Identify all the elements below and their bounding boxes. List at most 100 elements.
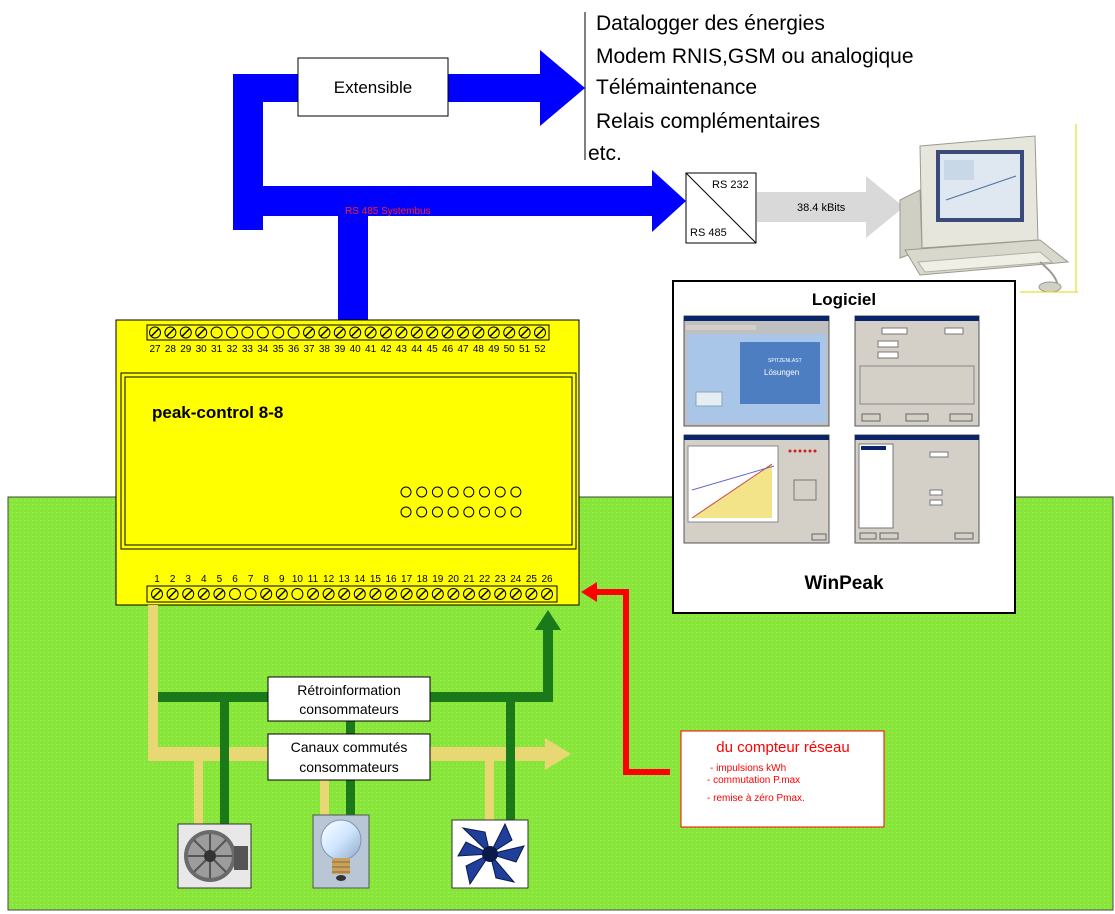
light-bulb-icon — [312, 814, 370, 889]
terminal-number: 45 — [427, 344, 439, 355]
screenshot-list-window — [854, 434, 980, 544]
terminal-number: 27 — [149, 344, 161, 355]
terminal-screw-slot — [458, 327, 468, 338]
svg-text:Lösungen: Lösungen — [764, 368, 799, 377]
option-datalogger: Datalogger des énergies — [596, 12, 825, 35]
terminal-screw-slot — [417, 589, 427, 599]
terminal-number: 5 — [217, 574, 223, 585]
meter-item-2: - commutation P.max — [707, 775, 800, 786]
fan-icon — [451, 819, 529, 889]
meter-item-3: - remise à zéro Pmax. — [707, 793, 805, 804]
option-relais: Relais complémentaires — [596, 110, 820, 133]
terminal-number: 8 — [263, 574, 269, 585]
terminal-screw-slot — [412, 327, 422, 338]
terminal-screw-slot — [396, 327, 406, 338]
terminal-number: 2 — [170, 574, 176, 585]
terminal-number: 33 — [242, 344, 254, 355]
rs485-bus — [233, 50, 686, 322]
terminal-number: 51 — [519, 344, 531, 355]
terminal-number: 39 — [334, 344, 346, 355]
terminal-screw-slot — [386, 589, 396, 599]
terminal-number: 43 — [396, 344, 408, 355]
terminal-number: 10 — [292, 574, 304, 585]
terminal-number: 41 — [365, 344, 377, 355]
terminal-number: 18 — [417, 574, 429, 585]
terminal-screw-slot — [511, 589, 521, 599]
terminal-screw-slot — [261, 589, 271, 599]
terminal-number: 15 — [370, 574, 382, 585]
terminal-screw-slot — [427, 327, 437, 338]
screenshot-start-window: SPITZENLAST Lösungen — [683, 315, 830, 427]
terminal-number: 35 — [273, 344, 285, 355]
terminal-number: 20 — [448, 574, 460, 585]
terminal-number: 6 — [232, 574, 238, 585]
terminal-number: 36 — [288, 344, 300, 355]
terminal-number: 28 — [165, 344, 177, 355]
terminal-screw-slot — [319, 327, 329, 338]
status-led — [416, 506, 428, 518]
terminal-screw — [287, 326, 300, 339]
status-led — [510, 506, 522, 518]
terminal-screw-slot — [199, 589, 209, 599]
terminal-number: 46 — [442, 344, 454, 355]
status-led — [447, 506, 459, 518]
terminal-screw-slot — [214, 589, 224, 599]
terminal-screw-slot — [196, 327, 206, 338]
meter-item-1: - impulsions kWh — [710, 763, 786, 774]
extensible-label: Extensible — [334, 78, 412, 97]
svg-text:SPITZENLAST: SPITZENLAST — [768, 358, 802, 364]
screenshot-chart-window — [683, 434, 830, 544]
terminal-number: 24 — [510, 574, 522, 585]
terminal-screw-slot — [181, 327, 191, 338]
option-etc: etc. — [588, 142, 622, 165]
terminal-screw-slot — [489, 327, 499, 338]
terminal-number: 4 — [201, 574, 207, 585]
software-title: Logiciel — [812, 290, 876, 309]
terminal-screw-slot — [473, 327, 483, 338]
meter-box — [680, 730, 885, 828]
link-speed: 38.4 kBits — [797, 202, 846, 214]
status-led — [447, 486, 459, 498]
terminal-number: 42 — [380, 344, 392, 355]
terminal-number: 26 — [541, 574, 553, 585]
meter-signal-line — [581, 582, 670, 775]
terminal-screw — [272, 326, 285, 339]
status-led — [510, 486, 522, 498]
terminal-number: 11 — [308, 574, 319, 585]
converter-box — [685, 172, 757, 244]
feedback-line2: consommateurs — [299, 701, 399, 717]
terminal-screw — [241, 326, 254, 339]
terminal-number: 29 — [180, 344, 192, 355]
terminal-screw-slot — [402, 589, 412, 599]
terminal-screw — [291, 588, 304, 600]
converter-rs485: RS 485 — [690, 227, 727, 239]
terminal-screw-slot — [504, 327, 514, 338]
status-led — [416, 486, 428, 498]
terminal-number: 22 — [479, 574, 491, 585]
terminal-number: 3 — [185, 574, 191, 585]
terminal-number: 23 — [495, 574, 507, 585]
status-led — [463, 486, 475, 498]
terminal-screw-slot — [520, 327, 530, 338]
controller-inner-frame — [120, 372, 577, 550]
terminal-screw — [244, 588, 257, 600]
status-led — [479, 486, 490, 498]
feedback-label-box — [267, 676, 431, 722]
terminal-screw-slot — [355, 589, 365, 599]
ventilator-icon — [177, 823, 252, 889]
terminal-screw-slot — [542, 589, 552, 599]
status-leds — [400, 486, 522, 518]
terminal-screw-slot — [324, 589, 334, 599]
terminal-number: 47 — [457, 344, 469, 355]
screenshot-settings-window — [854, 315, 980, 427]
terminal-screw — [226, 326, 238, 339]
terminal-number: 49 — [488, 344, 500, 355]
bus-label: RS 485 Systembus — [345, 206, 431, 217]
terminal-screw-slot — [381, 327, 391, 338]
meter-title: du compteur réseau — [716, 739, 849, 756]
terminal-number: 16 — [385, 574, 397, 585]
feedback-line1: Rétroinformation — [297, 682, 401, 698]
